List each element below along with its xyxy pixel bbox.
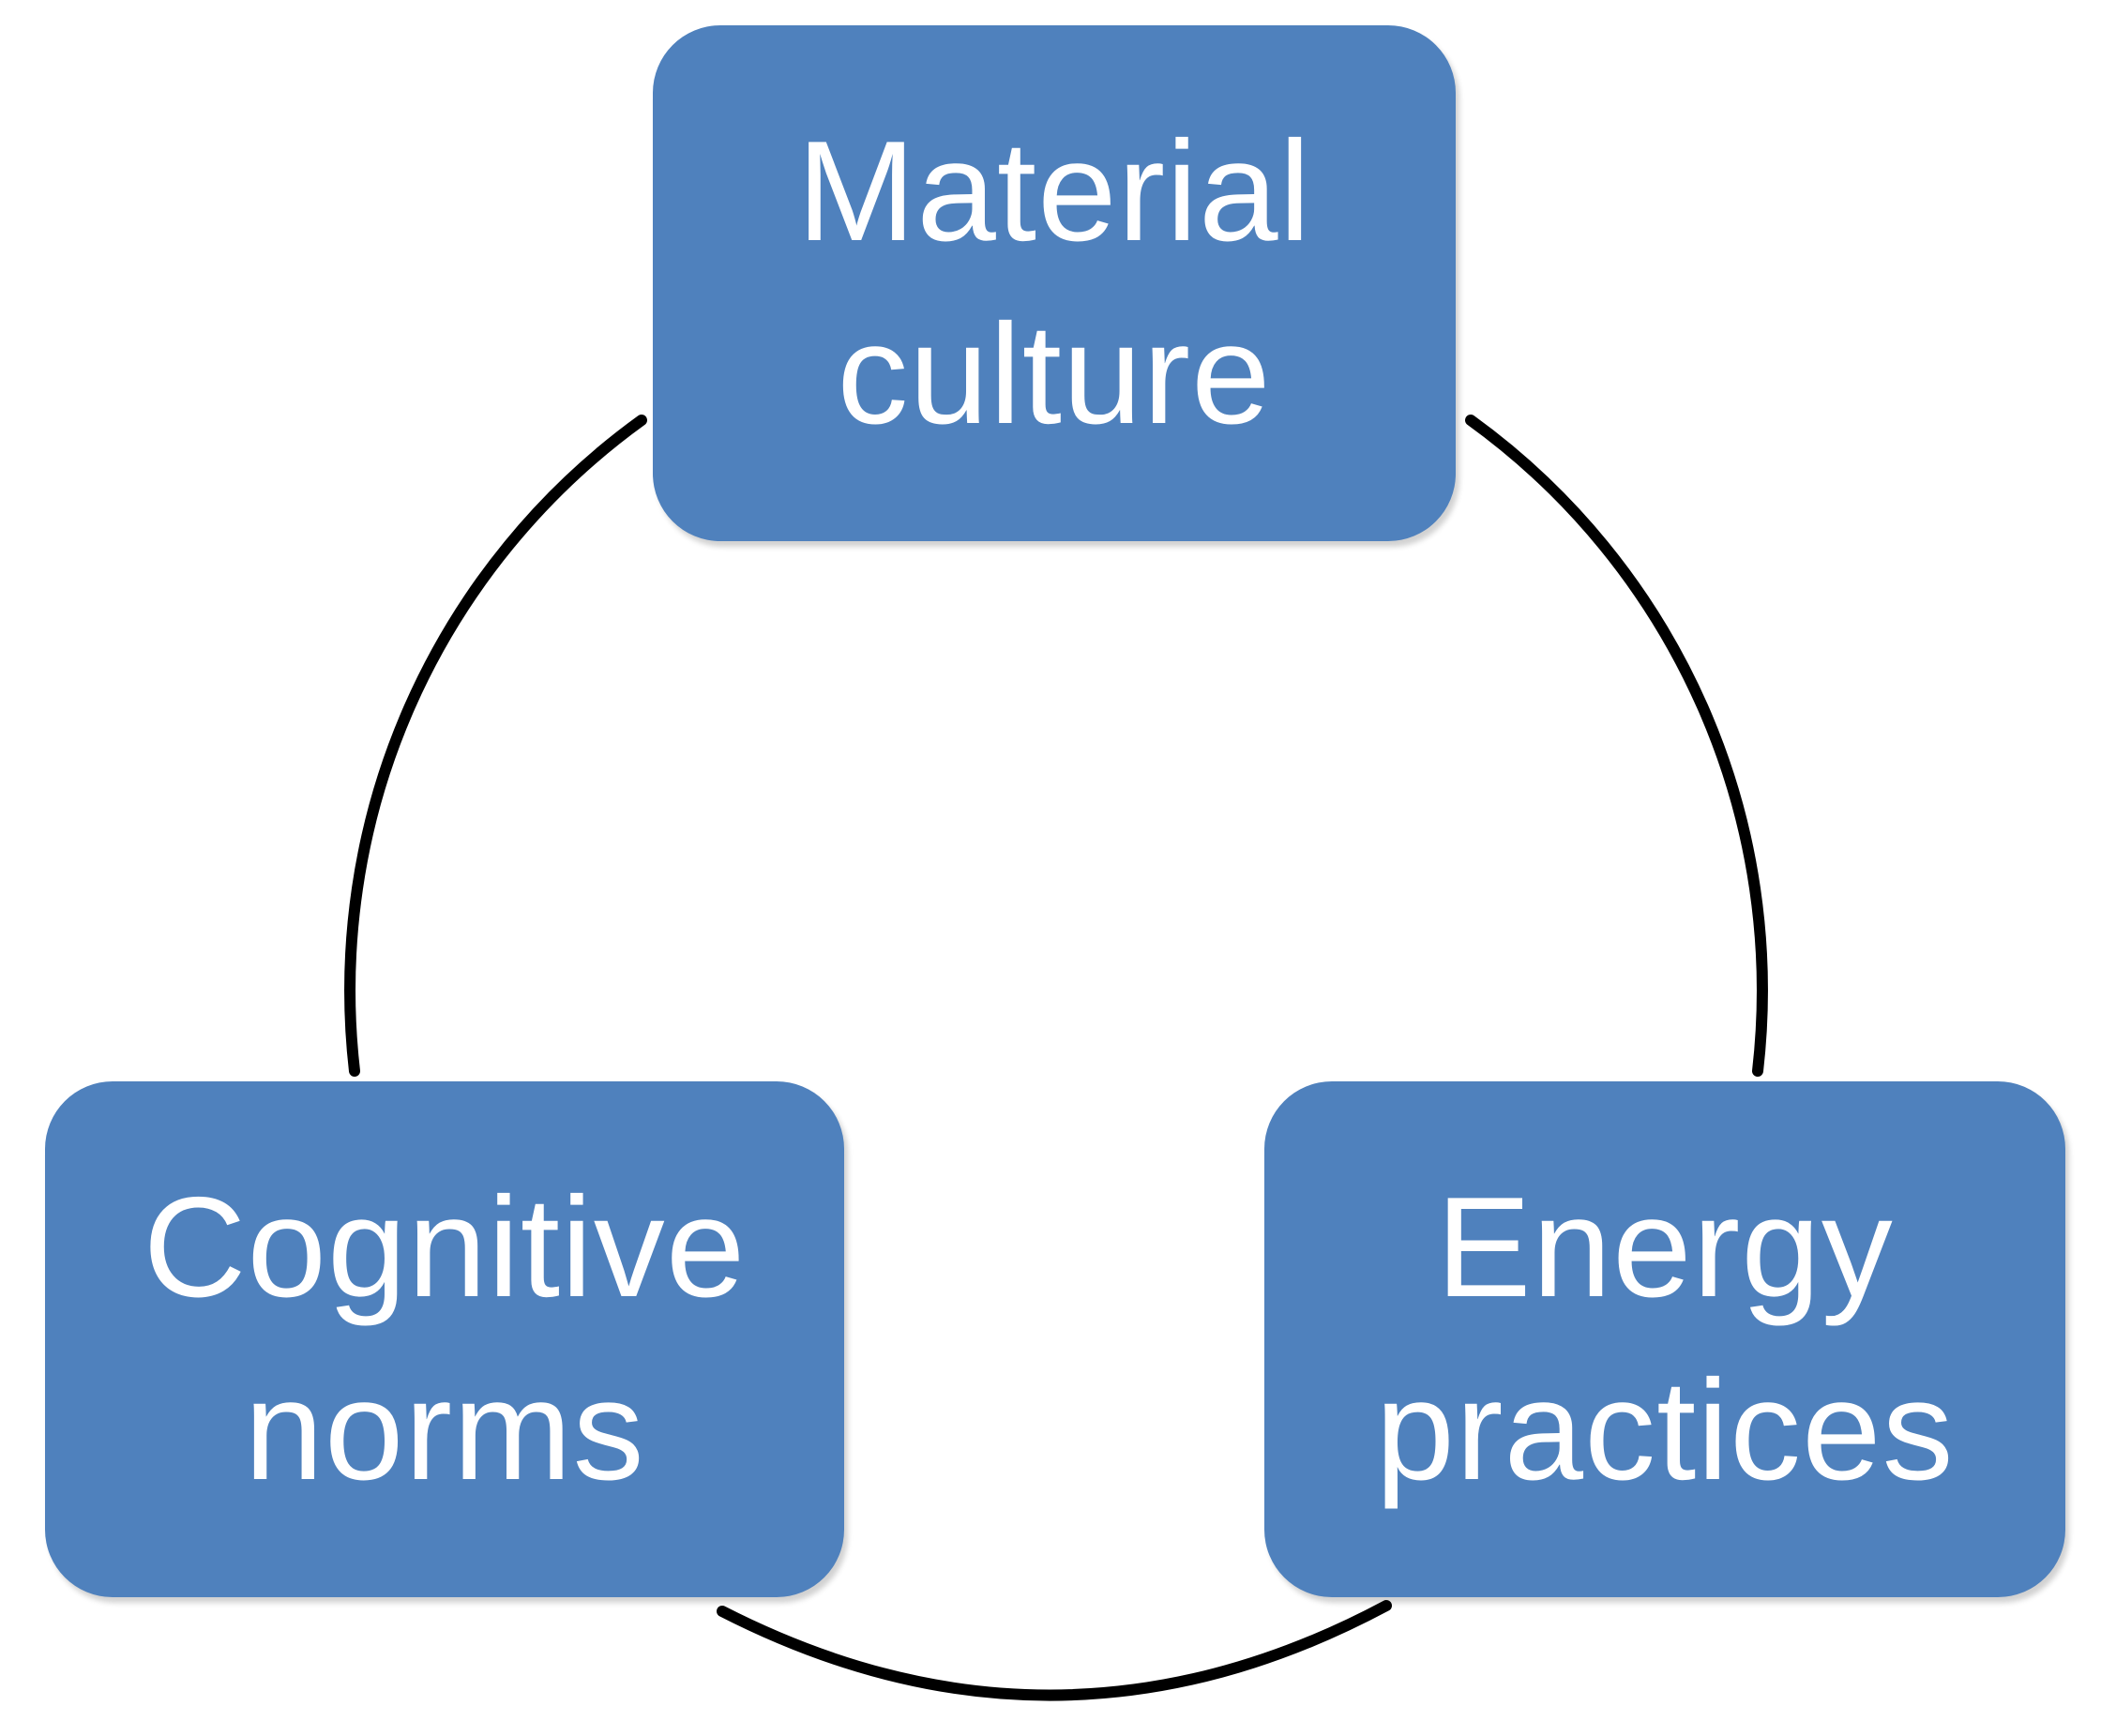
connector-arc-material-to-energy — [1465, 415, 1768, 1077]
node-label-line: practices — [1375, 1351, 1955, 1510]
node-label-line: norms — [244, 1351, 645, 1510]
node-cognitive-norms: Cognitive norms — [45, 1081, 844, 1597]
node-label-line: Cognitive — [143, 1168, 747, 1328]
node-material-culture: Material culture — [653, 25, 1456, 541]
node-label-line: Energy — [1436, 1168, 1894, 1328]
node-energy-practices: Energy practices — [1264, 1081, 2065, 1597]
node-label-line: culture — [837, 294, 1272, 454]
node-label-line: Material — [796, 112, 1312, 272]
connector-arc-cognitive-to-energy — [717, 1600, 1392, 1701]
connector-arc-material-to-cognitive — [344, 415, 647, 1077]
